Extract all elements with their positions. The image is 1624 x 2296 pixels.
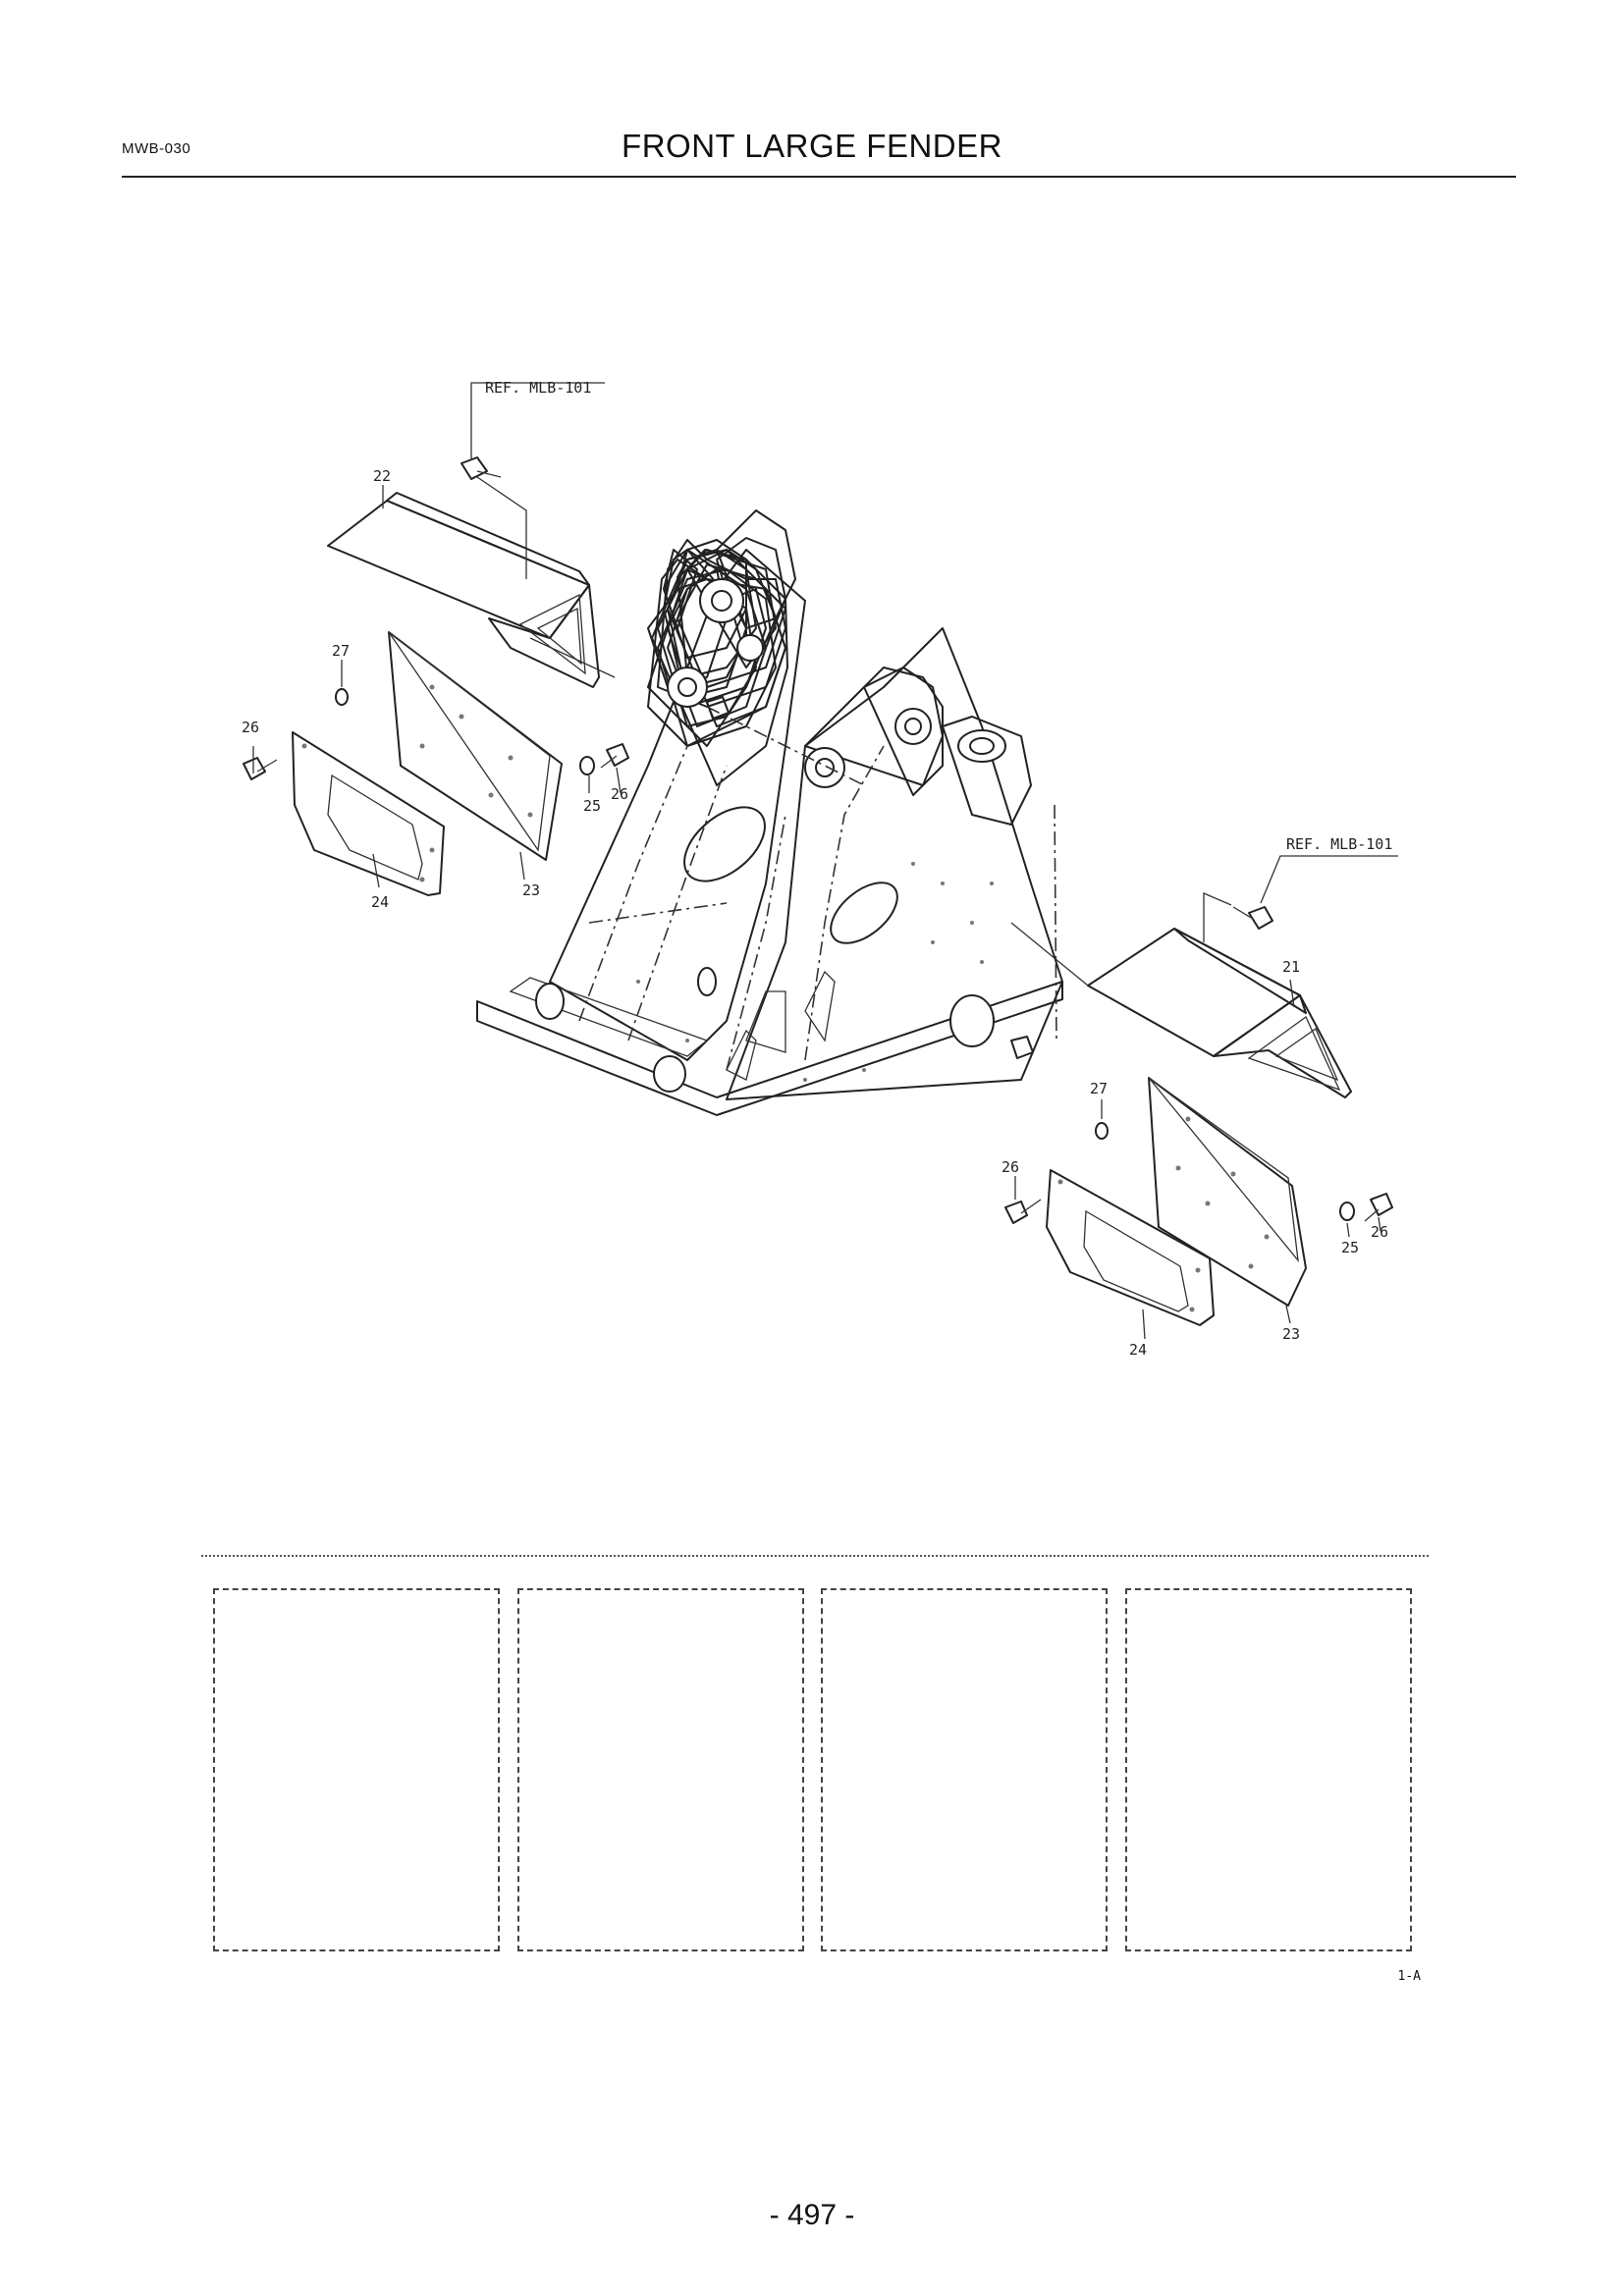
ref-label-right: REF. MLB-101 bbox=[1286, 835, 1392, 853]
callout-26b-right: 26 bbox=[1371, 1223, 1388, 1241]
bolt-26b-right bbox=[1364, 1193, 1393, 1222]
washer-25-left bbox=[579, 756, 595, 775]
note-box-2 bbox=[517, 1588, 804, 1951]
ref-label-top: REF. MLB-101 bbox=[485, 379, 591, 397]
front-frame bbox=[476, 509, 1063, 1116]
right-fender-assembly bbox=[1004, 855, 1398, 1340]
callout-21: 21 bbox=[1282, 958, 1300, 976]
header-divider bbox=[122, 176, 1516, 178]
note-box-3 bbox=[821, 1588, 1108, 1951]
figure-reference: 1-A bbox=[1397, 1969, 1421, 1984]
section-divider bbox=[201, 1555, 1429, 1557]
callout-24-right: 24 bbox=[1129, 1341, 1147, 1359]
callout-22: 22 bbox=[373, 467, 391, 485]
callout-27-left: 27 bbox=[332, 642, 350, 660]
document-code: MWB-030 bbox=[122, 140, 191, 157]
bolt-26-right bbox=[1004, 1199, 1042, 1224]
callout-27-right: 27 bbox=[1090, 1080, 1108, 1097]
callout-23-right: 23 bbox=[1282, 1325, 1300, 1343]
note-box-4 bbox=[1125, 1588, 1412, 1951]
callout-25-left: 25 bbox=[583, 797, 601, 815]
bolt-22-top bbox=[460, 456, 502, 480]
callout-23-left: 23 bbox=[522, 881, 540, 899]
exploded-parts-diagram: REF. MLB-101 REF. MLB-101 22 27 26 25 26… bbox=[242, 379, 1398, 1359]
callout-25-right: 25 bbox=[1341, 1239, 1359, 1256]
washer-27-right bbox=[1095, 1122, 1109, 1140]
callout-26-left: 26 bbox=[242, 719, 259, 736]
washer-27-left bbox=[335, 688, 349, 706]
washer-25-right bbox=[1339, 1201, 1355, 1221]
callout-26-right: 26 bbox=[1001, 1158, 1019, 1176]
page-number: - 497 - bbox=[769, 2199, 855, 2231]
note-box-1 bbox=[213, 1588, 500, 1951]
bolt-26-left bbox=[243, 757, 278, 780]
callout-24-left: 24 bbox=[371, 893, 389, 911]
left-fender-assembly bbox=[243, 382, 629, 896]
page-title: FRONT LARGE FENDER bbox=[622, 128, 1002, 164]
callout-26b-left: 26 bbox=[611, 785, 628, 803]
bolt-26b-left bbox=[600, 743, 629, 769]
bolt-21-top bbox=[1232, 906, 1273, 930]
